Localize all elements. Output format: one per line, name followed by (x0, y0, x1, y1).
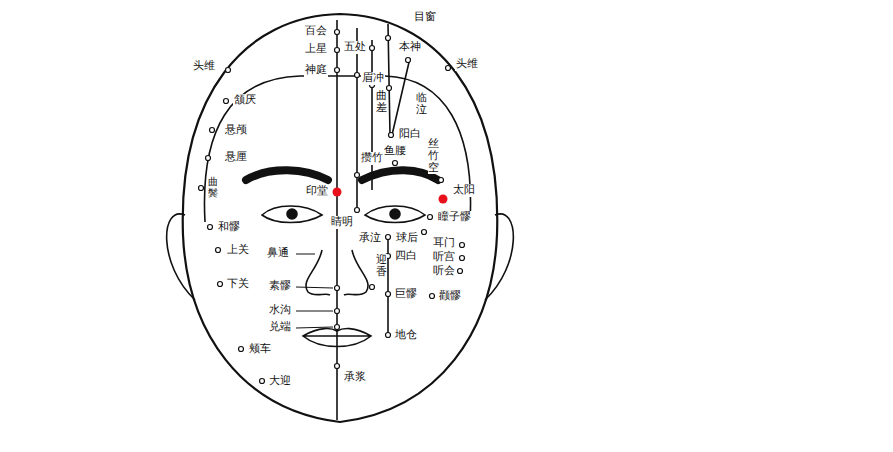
acupoint-label: 听会 (432, 265, 456, 278)
acupoint (239, 347, 244, 352)
acupoint-label: 悬颅 (224, 124, 248, 137)
acupoints (199, 30, 465, 384)
left-eyebrow (246, 170, 328, 180)
acupoint-label: 素髎 (268, 280, 292, 293)
acupoint (260, 379, 265, 384)
highlight-point (439, 195, 448, 204)
acupoint (458, 269, 463, 274)
right-eyebrow (362, 170, 438, 180)
acupoint-label: 耳门 (432, 237, 456, 250)
acupoint-label: 头维 (192, 60, 216, 73)
acupoint-label: 兑端 (268, 321, 292, 334)
acupoint (422, 230, 427, 235)
acupoint-label: 攒竹 (360, 152, 384, 165)
acupoint (335, 325, 340, 330)
acupoint (460, 243, 465, 248)
right-iris (390, 209, 400, 219)
right-ear (485, 214, 513, 300)
highlight-point (333, 188, 342, 197)
bladder-meridian-line (357, 28, 372, 210)
acupoint-label: 目窗 (413, 11, 437, 24)
acupoint (335, 286, 340, 291)
acupoint-label: 鱼腰 (383, 145, 407, 158)
acupoint (208, 225, 213, 230)
acupoint-label: 神庭 (304, 64, 328, 77)
acupoint-label: 悬厘 (224, 151, 248, 164)
acupoint (210, 128, 215, 133)
acupoint-label: 临泣 (416, 92, 427, 116)
acupoint (355, 73, 360, 78)
acupoint-label: 听宫 (432, 251, 456, 264)
acupoint (428, 215, 433, 220)
acupoint-label: 头维 (455, 58, 479, 71)
acupoint (386, 333, 391, 338)
acupoint-label: 迎香 (376, 254, 387, 278)
acupoint (355, 208, 360, 213)
acupoint-label: 颧髎 (438, 290, 462, 303)
acupoint-label: 睛明 (330, 216, 354, 229)
acupoint-label: 水沟 (268, 304, 292, 317)
acupoint (218, 282, 223, 287)
leader-line (296, 254, 333, 328)
acupoint (355, 173, 360, 178)
acupoint (406, 58, 411, 63)
acupoint-label: 眉冲 (361, 72, 385, 85)
acupoint (446, 66, 451, 71)
acupoint (224, 99, 229, 104)
acupoint (389, 133, 394, 138)
acupoint-label: 承浆 (343, 371, 367, 384)
acupoint (460, 256, 465, 261)
acupoint (439, 178, 444, 183)
acupoint (370, 285, 375, 290)
acupoint (386, 235, 391, 240)
acupoint (386, 36, 391, 41)
acupoint (393, 161, 398, 166)
acupoint-label: 地仓 (394, 329, 418, 342)
acupoint-label: 阳白 (398, 128, 422, 141)
acupoint-label: 鼻通 (266, 247, 290, 260)
acupoint (370, 46, 375, 51)
acupoint (387, 86, 392, 91)
acupoint (199, 186, 204, 191)
acupoint-label: 印堂 (305, 185, 329, 198)
acupoint-label: 上星 (304, 43, 328, 56)
acupoint-label: 曲差 (376, 90, 387, 114)
acupoint-label: 颊车 (248, 343, 272, 356)
acupoint (430, 294, 435, 299)
head-outline (183, 14, 498, 422)
acupoint (335, 68, 340, 73)
acupoint (335, 309, 340, 314)
acupoint (335, 364, 340, 369)
acupoint (206, 156, 211, 161)
acupoint (335, 48, 340, 53)
acupoint-label: 下关 (226, 278, 250, 291)
acupoint-label: 上关 (226, 244, 250, 257)
acupoint-label: 承泣 (358, 232, 382, 245)
acupoint-label: 颔厌 (233, 94, 257, 107)
acupoint-label: 瞳子髎 (437, 211, 472, 224)
acupoint-label: 和髎 (217, 221, 241, 234)
acupoint-label: 球后 (395, 232, 419, 245)
acupoint-label: 太阳 (452, 184, 476, 197)
left-iris (287, 209, 297, 219)
stomach-meridian-line (387, 237, 389, 335)
acupoint (335, 30, 340, 35)
acupoint-label: 五处 (343, 41, 367, 54)
acupoint-label: 丝竹空 (428, 138, 439, 174)
acupoint (216, 248, 221, 253)
acupoint-label: 百会 (304, 25, 328, 38)
left-ear (167, 214, 195, 300)
acupoint-label: 大迎 (268, 375, 292, 388)
acupoint-label: 巨髎 (394, 288, 418, 301)
acupoint-label: 本神 (398, 41, 422, 54)
right-eye (365, 206, 425, 223)
left-eye (262, 206, 322, 223)
acupoint (226, 68, 231, 73)
acupoint-label: 四白 (394, 250, 418, 263)
acupoint-label: 曲鬓 (208, 176, 218, 198)
acupoint (386, 292, 391, 297)
